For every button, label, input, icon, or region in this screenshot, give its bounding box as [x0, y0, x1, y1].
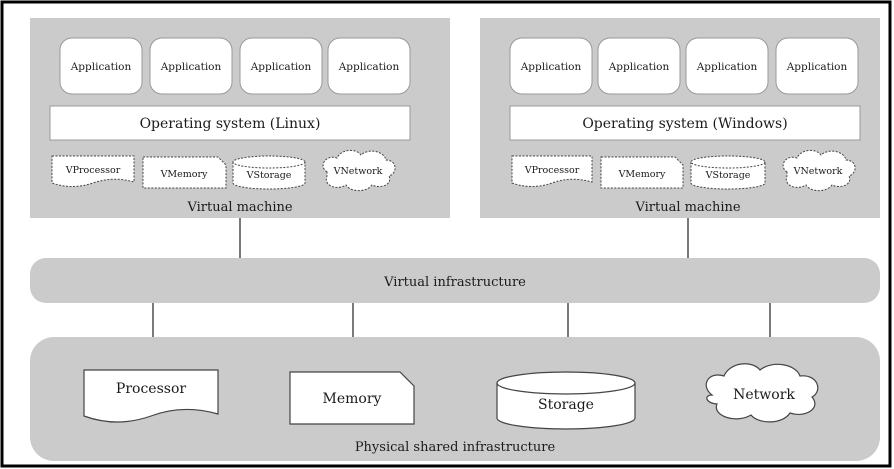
vstorage-label: VStorage	[705, 170, 751, 181]
vstorage-shape	[690, 162, 766, 190]
storage-label: Storage	[538, 397, 594, 413]
vmemory-label: VMemory	[618, 169, 666, 180]
application-label: Application	[250, 61, 312, 73]
virtual-infrastructure: Virtual infrastructure	[30, 258, 880, 303]
vstorage-label: VStorage	[246, 170, 292, 181]
memory-shape	[289, 371, 415, 425]
storage-top	[496, 371, 636, 395]
application-box	[509, 37, 593, 95]
application-box	[327, 37, 411, 95]
processor-shape	[83, 369, 219, 423]
application-box	[685, 37, 769, 95]
application-label: Application	[338, 61, 400, 73]
application-box	[239, 37, 323, 95]
operating-system-box	[509, 105, 861, 141]
application-label: Application	[696, 61, 758, 73]
vprocessor-shape	[51, 155, 135, 187]
virtual-infrastructure-label: Virtual infrastructure	[383, 275, 526, 290]
vprocessor-shape	[511, 155, 593, 187]
vstorage-top	[232, 155, 306, 169]
physical-caption: Physical shared infrastructure	[355, 440, 556, 455]
processor-label: Processor	[116, 381, 186, 397]
operating-system-box	[49, 105, 411, 141]
network-label: Network	[733, 387, 795, 403]
vnetwork-shape	[322, 150, 396, 192]
vnetwork-label: VNetwork	[333, 166, 383, 177]
physical-shared-infrastructure: Processor Memory Storage Network Physica…	[30, 337, 880, 461]
connectors	[152, 218, 771, 337]
vnetwork-shape	[782, 150, 856, 192]
operating-system-label: Operating system (Linux)	[140, 116, 321, 132]
physical-panel	[30, 337, 880, 461]
storage-shape	[496, 383, 636, 430]
vmemory-shape	[600, 156, 684, 189]
application-row: Application Application Application Appl…	[59, 37, 411, 95]
application-row: Application Application Application Appl…	[509, 37, 859, 95]
vm-caption: Virtual machine	[634, 200, 740, 215]
vprocessor-label: VProcessor	[65, 165, 121, 176]
operating-system-label: Operating system (Windows)	[582, 116, 787, 132]
application-box	[149, 37, 233, 95]
network-shape	[705, 363, 819, 423]
application-label: Application	[608, 61, 670, 73]
vprocessor-label: VProcessor	[524, 165, 580, 176]
vmemory-shape	[142, 156, 227, 189]
vnetwork-label: VNetwork	[793, 166, 843, 177]
vstorage-shape	[232, 162, 306, 190]
virtual-infrastructure-bar	[30, 258, 880, 303]
vm-caption: Virtual machine	[186, 200, 292, 215]
vmemory-label: VMemory	[160, 169, 208, 180]
application-label: Application	[70, 61, 132, 73]
virtual-machine-linux: Application Application Application Appl…	[30, 18, 450, 218]
memory-label: Memory	[323, 391, 382, 407]
virtual-machine-windows: Application Application Application Appl…	[480, 18, 880, 218]
application-box	[59, 37, 143, 95]
application-box	[597, 37, 681, 95]
application-label: Application	[520, 61, 582, 73]
vstorage-top	[690, 155, 766, 169]
application-label: Application	[786, 61, 848, 73]
application-label: Application	[160, 61, 222, 73]
application-box	[775, 37, 859, 95]
